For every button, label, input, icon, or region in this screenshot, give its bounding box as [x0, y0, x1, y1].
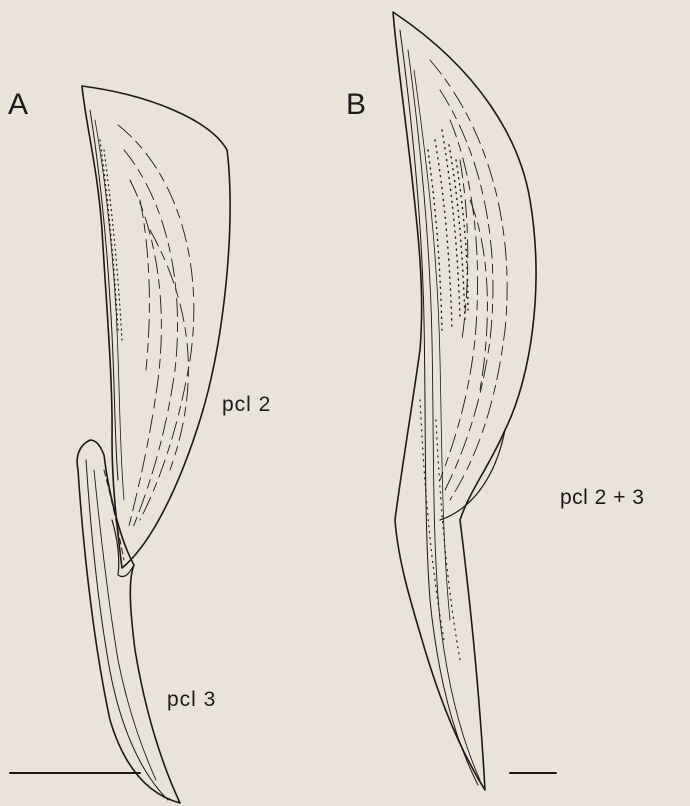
- pcl-3-inner-line-2: [94, 470, 156, 780]
- pcl-2-label: pcl 2: [222, 393, 271, 417]
- panel-a-letter: A: [8, 88, 28, 122]
- pcl-2-outline: [82, 86, 230, 568]
- panel-b-drawing: [393, 12, 556, 790]
- pcl-3-label: pcl 3: [167, 688, 216, 712]
- pcl-3-outline: [77, 440, 180, 803]
- pcl-2-boundary: [440, 430, 505, 520]
- panel-b-letter: B: [346, 88, 366, 122]
- pcl-2-3-label: pcl 2 + 3: [560, 486, 644, 510]
- granular-area: [428, 130, 468, 330]
- pcl-2-3-inner-line-2: [408, 50, 480, 780]
